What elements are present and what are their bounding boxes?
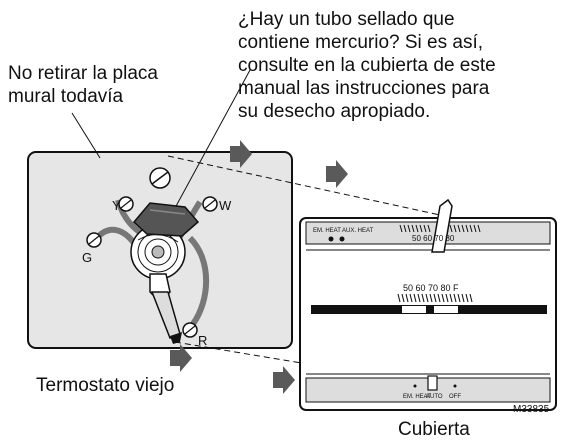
- old-thermostat-label: Termostato viejo: [36, 375, 175, 396]
- direction-arrow-4: [273, 366, 295, 394]
- cover-label-off: OFF: [449, 394, 461, 400]
- direction-arrow-1: [230, 140, 252, 168]
- cover-system-switch: [427, 375, 438, 391]
- terminal-label-r: R: [198, 333, 207, 348]
- terminal-label-g: G: [82, 250, 92, 265]
- mercury-tube: [132, 202, 200, 237]
- cover-dial-band: [311, 305, 547, 314]
- cover-dial-scale-label: 50 60 70 80 F: [403, 283, 459, 293]
- cover-setpoint-marker-right: [434, 306, 458, 313]
- cover-label-aux-heat-top: AUX. HEAT: [342, 228, 374, 234]
- bottom-off-dot: [453, 384, 457, 388]
- cover-setting-lever: [431, 198, 453, 253]
- cover-top-scale-label: 50 60 70 80: [412, 234, 455, 243]
- wallplate-leader-line: [71, 112, 101, 159]
- aux-heat-indicator-dot: [339, 236, 345, 242]
- figure-code: M33835: [513, 404, 550, 415]
- direction-arrow-3: [170, 344, 192, 372]
- wire-r: [187, 235, 210, 326]
- cover-dial-scale-ticks: [397, 293, 473, 303]
- cover-setpoint-marker-left: [402, 306, 426, 313]
- direction-arrow-2: [326, 160, 348, 188]
- cover-label-auto: AUTO: [426, 394, 443, 400]
- terminal-screw-y: [118, 196, 134, 212]
- em-heat-indicator-dot: [328, 236, 334, 242]
- cover-top-band: [305, 221, 551, 245]
- terminal-label-y: Y: [112, 198, 121, 213]
- projection-line-top: [167, 155, 441, 216]
- mounting-screw-top: [149, 167, 171, 189]
- cover-label-em-heat-top: EM. HEAT: [313, 228, 341, 234]
- terminal-label-w: W: [219, 198, 232, 213]
- terminal-screw-g: [86, 232, 102, 248]
- terminal-screw-r: [182, 322, 198, 338]
- mercury-warning-callout: ¿Hay un tubo sellado que contiene mercur…: [238, 9, 496, 122]
- bottom-em-heat-dot: [413, 384, 417, 388]
- terminal-screw-w: [202, 196, 218, 212]
- wallplate-note: No retirar la placa mural todavía: [8, 63, 158, 107]
- warning-leader-line: [174, 69, 251, 209]
- cover-label-em-heat-bottom: EM. HEAT: [403, 394, 431, 400]
- cover-label: Cubierta: [398, 419, 470, 440]
- anticipator-lever: [149, 273, 182, 344]
- cover-assembly: EM. HEAT AUX. HEAT 50 60 70 80 50 60 70 …: [299, 198, 557, 411]
